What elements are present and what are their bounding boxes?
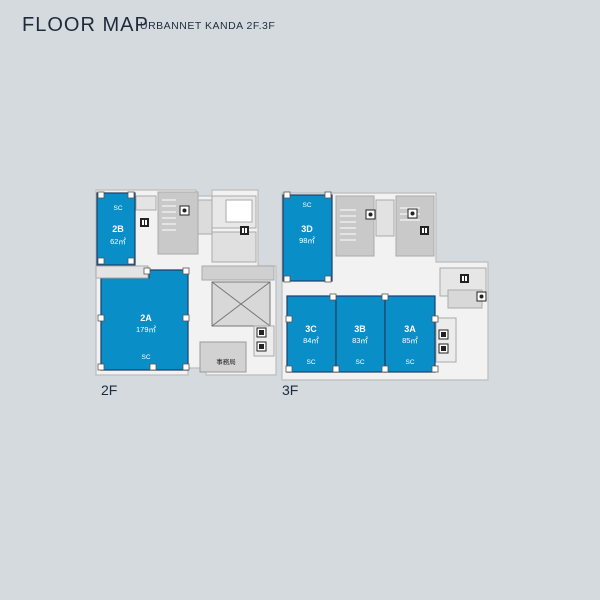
unit-2a-id: 2A xyxy=(140,313,152,323)
sc-label: SC xyxy=(141,354,150,361)
floor-2f-shaft xyxy=(135,195,157,211)
unit-3a-id: 3A xyxy=(404,324,416,334)
page-title: FLOOR MAP xyxy=(22,14,149,36)
sc-label: SC xyxy=(113,205,122,212)
unit-3c-id: 3C xyxy=(305,324,317,334)
accessible-restroom-icon xyxy=(365,209,376,220)
floor-3f-columns xyxy=(283,191,439,373)
elevator-icon xyxy=(256,341,267,352)
floor-2f-office-room xyxy=(199,341,247,373)
restroom-icon xyxy=(240,226,249,235)
sc-label: SC xyxy=(302,202,311,209)
accessible-restroom-icon xyxy=(476,291,487,302)
unit-3b[interactable] xyxy=(335,295,386,373)
elevator-icon xyxy=(256,327,267,338)
floor-2f-plan xyxy=(95,189,277,376)
unit-2b-area: 62㎡ xyxy=(110,237,126,246)
floor-label-2f: 2F xyxy=(101,382,118,398)
building-subtitle: URBANNET KANDA 2F.3F xyxy=(140,20,276,32)
unit-2b-id: 2B xyxy=(112,224,124,234)
unit-3a-area: 85㎡ xyxy=(402,336,418,345)
unit-2a-area: 179㎡ xyxy=(136,325,157,334)
restroom-icon xyxy=(420,226,429,235)
elevator-icon xyxy=(438,343,449,354)
unit-3c-area: 84㎡ xyxy=(303,336,319,345)
accessible-restroom-icon xyxy=(407,208,418,219)
unit-3d[interactable] xyxy=(282,194,333,282)
unit-3c[interactable] xyxy=(286,295,337,373)
floor-3f-stairs xyxy=(335,195,375,257)
sc-label: SC xyxy=(306,359,315,366)
accessible-restroom-icon xyxy=(179,205,190,216)
unit-3a[interactable] xyxy=(384,295,436,373)
floor-2f-restroom-area xyxy=(211,231,257,263)
sc-label: SC xyxy=(355,359,364,366)
floor-2f-stairs xyxy=(157,191,199,255)
office-label: 事務局 xyxy=(216,357,236,366)
restroom-icon xyxy=(460,274,469,283)
floor-3f-plan xyxy=(281,191,489,381)
unit-3b-area: 83㎡ xyxy=(352,336,368,345)
floor-2f-columns xyxy=(97,191,190,371)
unit-3d-id: 3D xyxy=(301,224,313,234)
elevator-icon xyxy=(438,329,449,340)
floor-2f-shaft xyxy=(197,199,213,235)
unit-3b-id: 3B xyxy=(354,324,366,334)
unit-2b[interactable] xyxy=(96,192,136,266)
floor-label-3f: 3F xyxy=(282,382,299,398)
sc-label: SC xyxy=(405,359,414,366)
unit-3d-area: 98㎡ xyxy=(299,236,315,245)
restroom-icon xyxy=(140,218,149,227)
